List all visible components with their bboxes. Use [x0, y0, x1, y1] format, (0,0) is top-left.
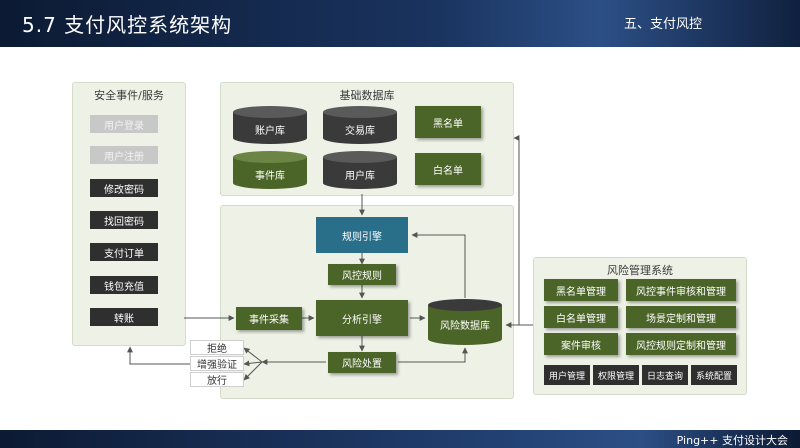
whitelist-management: 白名单管理: [544, 306, 618, 328]
event-db-icon: [233, 151, 307, 189]
event-db-label: 事件库: [255, 171, 285, 182]
security-item-transfer[interactable]: 转账: [90, 308, 158, 326]
security-item-change-password[interactable]: 修改密码: [90, 179, 158, 197]
transaction-db-cylinder: 交易库: [322, 105, 398, 145]
event-collect-box: 事件采集: [236, 307, 302, 330]
header-bar: 5.7 支付风控系统架构 五、支付风控: [0, 0, 800, 47]
transaction-db-label: 交易库: [345, 126, 375, 137]
rule-engine-box: 规则引擎: [316, 217, 408, 253]
risk-rules-box: 风控规则: [328, 264, 396, 285]
risk-event-review-management: 风控事件审核和管理: [626, 279, 736, 301]
risk-db-icon: [428, 299, 502, 345]
footer-bar: Ping++ 支付设计大会: [0, 430, 800, 448]
user-db-label: 用户库: [345, 171, 375, 182]
outcome-enhanced-verify: 增强验证: [190, 356, 244, 371]
user-db-cylinder: 用户库: [322, 150, 398, 190]
blacklist-management: 黑名单管理: [544, 279, 618, 301]
security-item-wallet-topup[interactable]: 钱包充值: [90, 276, 158, 294]
security-item-register[interactable]: 用户注册: [90, 146, 158, 164]
management-panel-title: 风险管理系统: [607, 264, 673, 277]
permission-management: 权限管理: [593, 365, 639, 385]
user-db-icon: [323, 151, 397, 189]
risk-db-label: 风险数据库: [440, 321, 490, 332]
risk-disposal-box: 风险处置: [328, 352, 396, 373]
security-item-login[interactable]: 用户登录: [90, 115, 158, 133]
security-panel-title: 安全事件/服务: [94, 89, 164, 102]
account-db-label: 账户库: [255, 126, 285, 137]
analysis-engine-box: 分析引擎: [316, 300, 408, 336]
system-config: 系统配置: [691, 365, 737, 385]
blacklist-box: 黑名单: [415, 106, 481, 138]
risk-rule-management: 风控规则定制和管理: [626, 333, 736, 355]
page-title: 5.7 支付风控系统架构: [22, 13, 233, 37]
outcome-reject: 拒绝: [190, 340, 244, 355]
security-item-recover-password[interactable]: 找回密码: [90, 211, 158, 229]
account-db-icon: [233, 106, 307, 144]
log-query: 日志查询: [642, 365, 688, 385]
user-management: 用户管理: [544, 365, 590, 385]
event-db-cylinder: 事件库: [232, 150, 308, 190]
footer-text: Ping++ 支付设计大会: [676, 434, 788, 447]
transaction-db-icon: [323, 106, 397, 144]
outcome-allow: 放行: [190, 372, 244, 387]
section-label: 五、支付风控: [624, 17, 703, 32]
whitelist-box: 白名单: [415, 153, 481, 185]
case-review: 案件审核: [544, 333, 618, 355]
security-item-pay-order[interactable]: 支付订单: [90, 243, 158, 261]
risk-db-cylinder: 风险数据库: [427, 298, 503, 346]
scenario-management: 场景定制和管理: [626, 306, 736, 328]
database-panel-title: 基础数据库: [339, 89, 395, 102]
account-db-cylinder: 账户库: [232, 105, 308, 145]
